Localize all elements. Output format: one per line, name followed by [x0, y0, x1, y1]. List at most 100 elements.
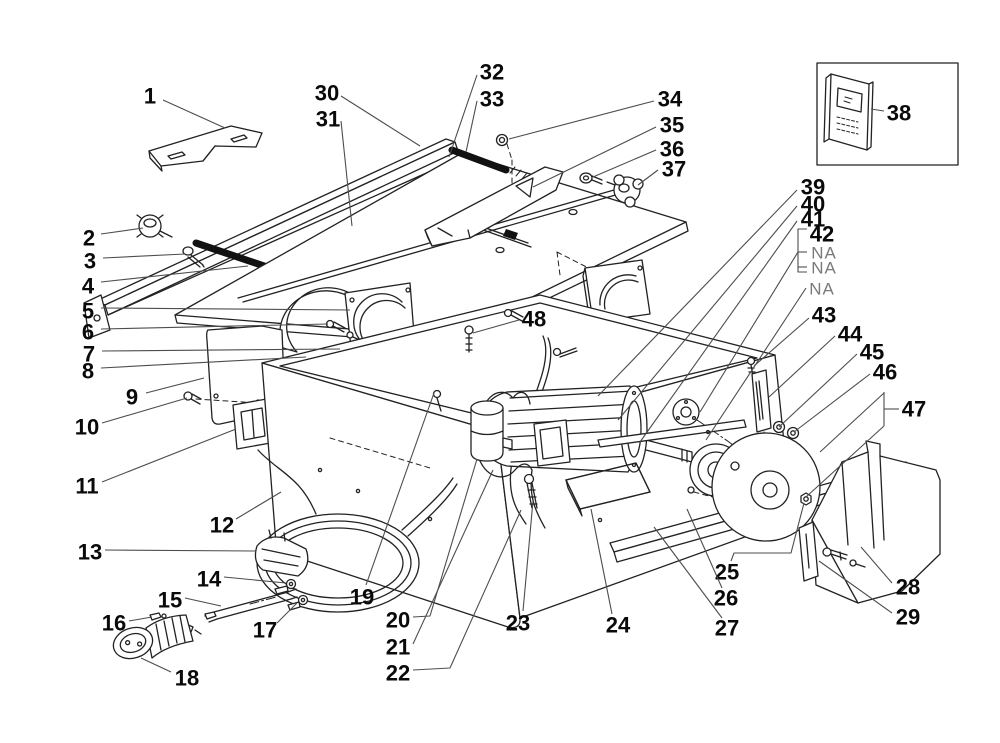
callout-label-24-23: 24	[606, 613, 631, 638]
callout-bracket-6	[819, 392, 885, 453]
callout-label-15-14: 15	[158, 588, 182, 613]
blade-cover	[811, 440, 941, 604]
callout-label-40-39: 40	[801, 192, 825, 217]
holddown-bracket	[148, 125, 263, 172]
plate-screw	[183, 391, 202, 405]
callout-label-21-20: 21	[386, 635, 410, 660]
lock-knob	[136, 214, 173, 238]
capacitor	[470, 400, 513, 462]
callout-leader-30-29	[340, 95, 421, 147]
arbor-nut	[800, 492, 812, 506]
callout-label-27-26: 27	[715, 616, 739, 641]
callout-leader-11-10	[101, 428, 237, 483]
callout-label-37-36: 37	[662, 157, 686, 182]
callout-label-48-50: 48	[522, 307, 546, 332]
callout-leader-14-13	[223, 576, 287, 584]
callout-leader-7-6	[101, 348, 341, 352]
callout-bracket-0	[797, 228, 807, 273]
callout-bracket-7	[805, 425, 885, 498]
cover-bracket	[798, 521, 866, 582]
callout-leader-21-20	[412, 469, 494, 645]
callout-leader-39-38	[597, 189, 798, 397]
callout-leader-13-12	[104, 549, 257, 552]
blade-guard	[424, 166, 564, 247]
callout-bracket-3	[699, 251, 799, 413]
guard-knob	[606, 174, 644, 208]
callout-leader-27-26	[653, 526, 723, 619]
callout-label-10-9: 10	[75, 415, 99, 440]
callout-leader-16-15	[128, 616, 153, 622]
callout-label-38-37: 38	[887, 101, 911, 126]
callout-label-19-18: 19	[350, 585, 374, 610]
callout-leader-22-21	[412, 509, 522, 671]
callout-label-2-1: 2	[83, 226, 95, 251]
callout-leader-37-36	[637, 169, 659, 186]
callout-label-22-21: 22	[386, 661, 410, 686]
callout-label-16-15: 16	[102, 611, 126, 636]
callout-leader-29-28	[818, 560, 893, 614]
motor-wiring	[479, 391, 546, 529]
callout-leader-35-34	[532, 126, 657, 188]
callout-label-31-30: 31	[316, 107, 340, 132]
callout-label-34-33: 34	[658, 87, 683, 112]
clamp-bolt	[523, 473, 538, 509]
callout-leader-46-48	[793, 373, 871, 433]
callout-leader-9-8	[145, 377, 205, 394]
callout-label-46-48: 46	[873, 360, 897, 385]
callout-label-26-25: 26	[714, 586, 738, 611]
callout-leader-4-3	[100, 265, 249, 283]
callout-label-29-28: 29	[896, 605, 920, 630]
callout-leader-33-32	[465, 100, 478, 153]
callout-label-43-45: 43	[812, 303, 836, 328]
callout-leader-10-9	[101, 397, 188, 424]
callout-label-17-16: 17	[253, 618, 277, 643]
callout-label-12-11: 12	[210, 513, 234, 538]
callout-leader-20-19	[412, 458, 478, 618]
callout-leader-15-14	[184, 597, 222, 607]
callout-label-20-19: 20	[386, 608, 410, 633]
callout-label-6-5: 6	[82, 320, 94, 345]
callout-leader-41-40	[639, 220, 798, 443]
callout-leader-23-22	[522, 500, 534, 612]
callout-label-35-34: 35	[660, 113, 684, 138]
manual-box	[816, 62, 959, 166]
callout-leader-28-27	[860, 546, 893, 584]
callout-label-na-43: NA	[811, 259, 837, 278]
cord-connector	[112, 614, 194, 660]
callout-leader-40-39	[617, 205, 798, 421]
callout-label-41-40: 41	[801, 207, 825, 232]
callout-leader-38-37	[870, 108, 885, 112]
callout-label-45-47: 45	[860, 340, 884, 365]
callout-label-33-32: 33	[480, 87, 504, 112]
callout-leader-44-46	[768, 335, 836, 398]
callout-label-3-2: 3	[84, 249, 96, 274]
power-plug	[254, 529, 309, 577]
callout-label-na-42: NA	[811, 244, 837, 263]
callout-leader-17-16	[276, 602, 298, 624]
callout-leader-24-23	[590, 508, 613, 615]
callout-label-30-29: 30	[315, 81, 339, 106]
callout-label-14-13: 14	[197, 567, 222, 592]
callout-label-28-27: 28	[896, 575, 920, 600]
callout-leader-1-0	[162, 99, 226, 129]
callout-leader-2-1	[100, 227, 144, 235]
callout-leader-26-25	[686, 508, 723, 589]
cable-sleeve	[182, 588, 298, 635]
callout-leader-25-24	[730, 502, 805, 562]
callout-leader-45-47	[778, 353, 858, 428]
fence-screw	[182, 246, 205, 268]
callout-label-5-4: 5	[82, 299, 94, 324]
callout-leader-19-18	[365, 392, 435, 586]
table-foot-right	[582, 259, 651, 330]
callout-leader-34-33	[508, 100, 655, 140]
callout-label-9-8: 9	[126, 385, 138, 410]
blade-disc	[711, 432, 821, 542]
machine-artwork	[83, 62, 959, 660]
callout-leader-12-11	[235, 491, 282, 520]
callout-label-32-31: 32	[480, 60, 504, 85]
callout-leader-8-7	[100, 356, 307, 369]
callout-leader-43-45	[753, 317, 810, 367]
